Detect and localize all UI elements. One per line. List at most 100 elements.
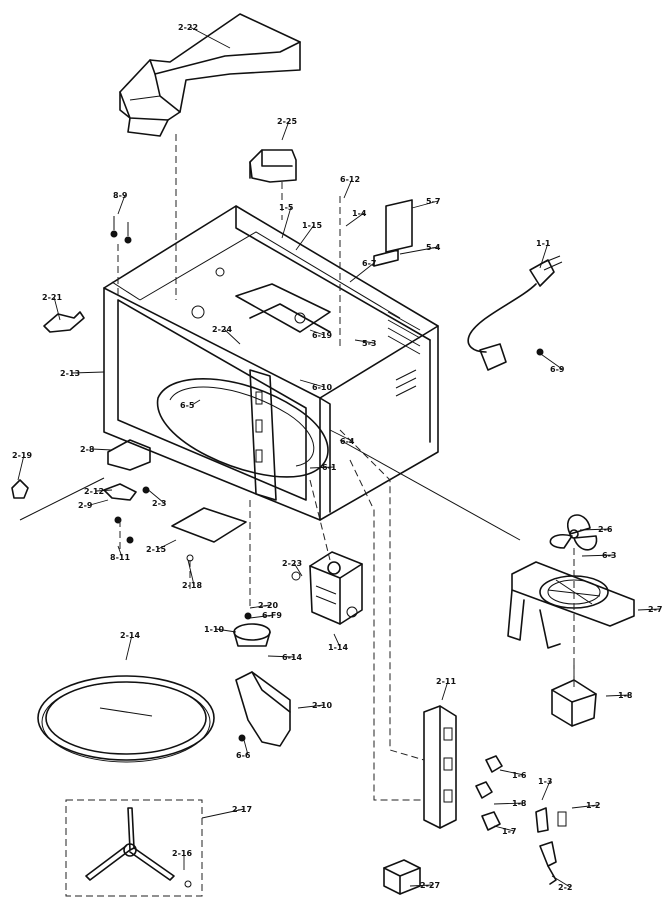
callout-label-6-1: 6-1 <box>322 463 337 472</box>
callout-leader-2-14 <box>125 634 133 661</box>
callout-leader-6-9 <box>537 351 563 370</box>
callout-leader-6-5 <box>191 399 201 406</box>
callout-label-6-9: 6-9 <box>550 365 565 374</box>
callout-leader-1-1 <box>539 242 549 269</box>
callout-label-6-3: 6-3 <box>602 551 616 560</box>
callout-label-2-21: 2-21 <box>42 293 62 302</box>
callout-leader-1-14 <box>333 633 341 648</box>
callout-label-2-23: 2-23 <box>282 559 302 568</box>
callout-label-6-7: 6-7 <box>362 259 376 268</box>
assembly-lines <box>19 134 575 801</box>
callout-label-2-14: 2-14 <box>120 631 140 640</box>
callout-label-5-3: 5-3 <box>362 339 376 348</box>
callout-leader-2-7 <box>637 608 661 611</box>
callout-label-2-9: 2-9 <box>78 501 93 510</box>
callout-label-1-14: 1-14 <box>328 643 348 652</box>
callout-label-1-1: 1-1 <box>536 239 551 248</box>
callout-leader-2-18 <box>187 559 195 586</box>
callout-leader-5-4 <box>399 246 439 255</box>
callout-label-6-F9: 6-F9 <box>262 611 282 620</box>
callout-label-1-15: 1-15 <box>302 221 322 230</box>
callout-label-2-11: 2-11 <box>436 677 456 686</box>
callout-leader-2-10 <box>297 704 325 709</box>
callout-leader-5-3 <box>354 339 375 344</box>
callout-leader-2-12 <box>95 489 113 492</box>
callout-leader-2-24 <box>223 328 241 345</box>
callout-label-1-5: 1-5 <box>279 203 294 212</box>
callout-label-2-27: 2-27 <box>420 881 440 890</box>
callout-label-6-14: 6-14 <box>282 653 302 662</box>
callout-leader-6-F9 <box>249 614 275 619</box>
callout-leader-2-17 <box>201 808 245 819</box>
callout-label-1-2: 1-2 <box>586 801 600 810</box>
callout-label-2-10: 2-10 <box>312 701 332 710</box>
callout-leader-6-3 <box>581 554 615 557</box>
callout-label-2-8: 2-8 <box>80 445 95 454</box>
callout-leader-6-19 <box>309 329 325 336</box>
callout-leader-6-14 <box>267 655 295 658</box>
callout-label-8-11: 8-11 <box>110 553 130 562</box>
callout-label-2-7: 2-7 <box>648 605 662 614</box>
callout-leader-1-8 <box>493 802 525 805</box>
callout-label-2-20: 2-20 <box>258 601 278 610</box>
callout-leader-1-6 <box>499 769 525 776</box>
callout-leader-1-15 <box>295 224 315 251</box>
callout-label-8-9: 8-9 <box>113 191 128 200</box>
callout-label-2-15: 2-15 <box>146 545 166 554</box>
part-2-11-switch-bracket <box>383 705 567 895</box>
callout-label-1-4: 1-4 <box>352 209 367 218</box>
callout-label-2-25: 2-25 <box>277 117 297 126</box>
part-2-7-fan-housing <box>507 561 635 649</box>
callout-label-2-24: 2-24 <box>212 325 232 334</box>
callout-leader-8-9 <box>117 194 126 215</box>
callout-label-2-17: 2-17 <box>232 805 252 814</box>
part-2-19-hinge <box>11 439 151 544</box>
part-2-15-plate <box>171 507 247 562</box>
callout-leader-6-4 <box>329 429 353 442</box>
callout-leader-1-2 <box>571 804 599 809</box>
callout-leader-2-6 <box>579 528 611 531</box>
part-2-17-roller-support <box>65 799 203 897</box>
callout-label-6-19: 6-19 <box>312 331 332 340</box>
callout-label-6-5: 6-5 <box>180 401 195 410</box>
part-1-1-power-cord <box>467 255 563 371</box>
callout-leader-6-10 <box>299 379 325 388</box>
callout-leader-2-27 <box>409 884 433 887</box>
part-5-7-plate <box>373 199 413 267</box>
callout-leader-2-23 <box>293 562 303 577</box>
callout-leader-2-8 <box>91 448 113 451</box>
callout-label-1-8: 1-8 <box>618 691 633 700</box>
part-2-14-glass-tray <box>37 675 215 763</box>
callout-label-1-7: 1-7 <box>502 827 516 836</box>
callout-leader-1-7 <box>493 825 515 832</box>
callout-leader-2-3 <box>145 487 165 504</box>
callout-label-2-3: 2-3 <box>152 499 166 508</box>
callout-leader-2-20 <box>249 604 271 609</box>
callout-label-1-3: 1-3 <box>538 777 552 786</box>
callout-label-6-10: 6-10 <box>312 383 332 392</box>
callout-leader-1-4 <box>345 212 365 227</box>
callout-leader-2-21 <box>53 296 61 321</box>
part-2-25-bracket <box>249 149 297 183</box>
part-2-6-fan-blade <box>549 514 598 551</box>
callout-label-6-12: 6-12 <box>340 175 360 184</box>
callout-leader-6-12 <box>343 178 353 199</box>
callout-label-6-4: 6-4 <box>340 437 355 446</box>
callout-leader-2-2 <box>551 875 571 888</box>
part-1-10-motor <box>233 612 291 747</box>
callout-leader-2-15 <box>157 539 177 550</box>
callout-label-2-13: 2-13 <box>60 369 80 378</box>
callout-leader-6-7 <box>349 262 375 283</box>
callout-label-2-12: 2-12 <box>84 487 104 496</box>
callout-leader-2-11 <box>441 680 449 701</box>
callout-label-5-7: 5-7 <box>426 197 440 206</box>
callout-label-2-16: 2-16 <box>172 849 192 858</box>
callout-leader-6-1 <box>309 466 335 469</box>
part-8-9-screws <box>110 216 132 244</box>
callout-leader-2-22 <box>189 26 231 49</box>
callout-label-2-22: 2-22 <box>178 23 198 32</box>
part-2-13-cavity-frame <box>103 205 439 521</box>
